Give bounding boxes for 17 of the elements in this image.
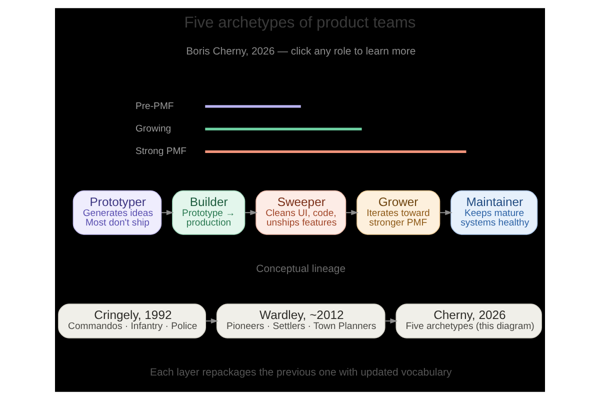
- node-box: Prototyper Generates ideas Most don't ship: [72, 190, 162, 235]
- arrow: [162, 210, 174, 216]
- legend-label: Growing: [136, 124, 172, 135]
- node-box: Builder Prototype → production: [172, 190, 246, 235]
- node-box: Cherny, 2026 Five archetypes (this diagram): [396, 304, 542, 338]
- diagram-title: Five archetypes of product teams: [184, 14, 416, 32]
- legend-label: Pre-PMF: [136, 100, 174, 112]
- caption: Each layer repackages the previous one with updated vocabulary: [150, 367, 452, 378]
- label: Boris Cherny, 2026 — click any role to learn more: [186, 46, 416, 58]
- legend-label: Strong PMF: [136, 146, 187, 158]
- label: Conceptual lineage: [256, 264, 346, 275]
- node-box: Maintainer Keeps mature systems healthy: [450, 190, 538, 235]
- node-box: Wardley, ~2012 Pioneers · Settlers · Town Planners: [216, 304, 386, 338]
- node-box: Cringely, 1992 Commandos · Infantry · Police: [58, 304, 206, 338]
- node-box: Grower Iterates toward stronger PMF: [356, 190, 440, 235]
- node-box: Sweeper Cleans UI, code, unships features: [256, 190, 346, 235]
- arrow: [206, 318, 218, 324]
